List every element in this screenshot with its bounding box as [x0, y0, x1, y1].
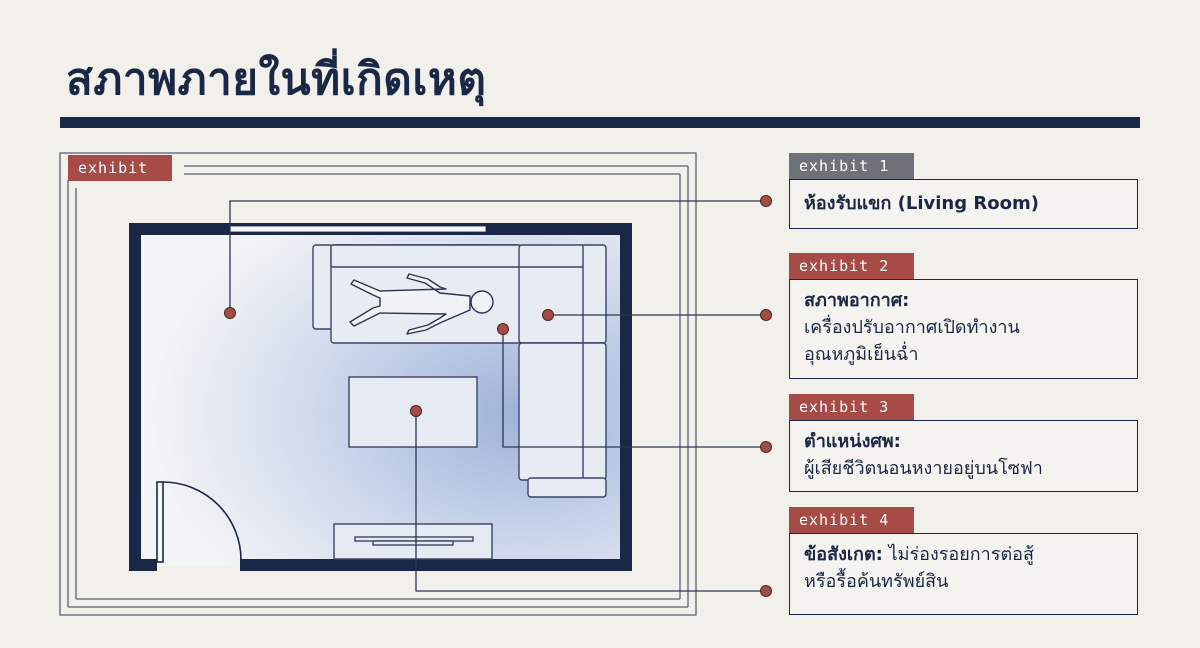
leader-lines: [229, 200, 766, 592]
exhibit-3-line-1: ผู้เสียชีวิตนอนหงายอยู่บนโซฟา: [804, 458, 1043, 479]
exhibit-4-heading: ข้อสังเกต:: [804, 544, 883, 565]
exhibit-4-box: ข้อสังเกต: ไม่ร่องรอยการต่อสู้ หรือรื้อค…: [789, 533, 1138, 615]
exhibit-2-box: สภาพอากาศ: เครื่องปรับอากาศเปิดทำงาน อุณ…: [789, 279, 1138, 379]
exhibit-4-tab: exhibit 4: [789, 507, 914, 533]
exhibit-2-line-2: อุณหภูมิเย็นฉ่ำ: [804, 344, 919, 365]
exhibit-2-tab: exhibit 2: [789, 253, 914, 279]
marker-body: [497, 323, 509, 335]
marker-end-2: [760, 309, 772, 321]
marker-end-3: [760, 441, 772, 453]
exhibit-2-line-1: เครื่องปรับอากาศเปิดทำงาน: [804, 317, 1020, 338]
exhibit-4-heading-rest: ไม่ร่องรอยการต่อสู้: [882, 544, 1034, 565]
marker-table: [410, 405, 422, 417]
tv-cabinet: [333, 523, 493, 560]
marker-dots: [224, 195, 772, 597]
body-outline: [349, 273, 494, 335]
exhibit-1-heading: ห้องรับแขก (Living Room): [804, 193, 1039, 214]
title-underline: [60, 117, 1140, 128]
window: [229, 225, 487, 233]
marker-room: [224, 307, 236, 319]
exhibit-3-tab: exhibit 3: [789, 394, 914, 420]
exhibit-frame: [59, 152, 697, 616]
door: [156, 481, 242, 563]
marker-end-1: [760, 195, 772, 207]
exhibit-2-heading: สภาพอากาศ:: [804, 290, 910, 311]
exhibit-main-tab: exhibit: [68, 155, 172, 181]
marker-end-4: [760, 585, 772, 597]
exhibit-1-tab: exhibit 1: [789, 153, 914, 179]
exhibit-3-box: ตำแหน่งศพ: ผู้เสียชีวิตนอนหงายอยู่บนโซฟา: [789, 420, 1138, 492]
page-title: สภาพภายในที่เกิดเหตุ: [66, 54, 487, 105]
exhibit-1-box: ห้องรับแขก (Living Room): [789, 179, 1138, 229]
exhibit-3-heading: ตำแหน่งศพ:: [804, 431, 901, 452]
exhibit-4-line-1: หรือรื้อค้นทรัพย์สิน: [804, 571, 949, 592]
marker-sofa: [542, 309, 554, 321]
